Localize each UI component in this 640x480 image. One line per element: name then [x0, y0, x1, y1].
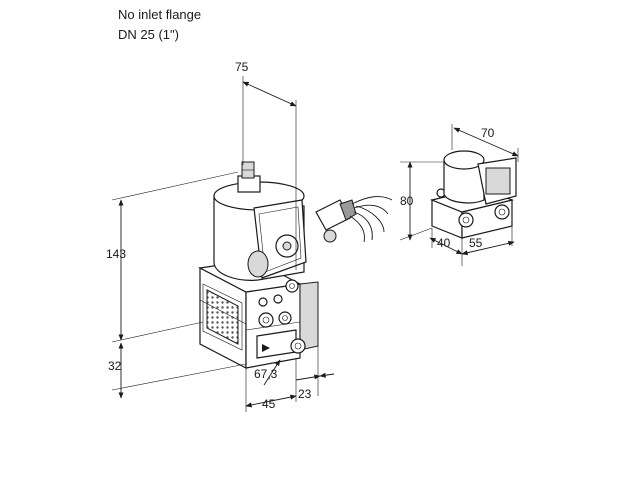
solenoid-coil — [213, 161, 307, 281]
outlet-port — [285, 279, 299, 293]
small-port — [458, 212, 474, 228]
caption-line-2: DN 25 (1") — [118, 27, 179, 42]
dim-label-main-top-width: 75 — [235, 60, 249, 74]
port-screw — [258, 297, 268, 307]
pressure-port — [278, 311, 292, 325]
dimension-lines — [111, 76, 519, 412]
cable-connector — [315, 196, 393, 243]
port-screw — [273, 294, 283, 304]
pressure-port — [258, 312, 274, 328]
small-valve — [430, 150, 517, 239]
outlet-port — [290, 338, 306, 354]
inlet-grille — [206, 289, 239, 345]
dim-label-small-height: 80 — [400, 194, 414, 208]
dim-label-small-width: 70 — [481, 126, 495, 140]
small-port — [494, 204, 510, 220]
dim-label-main-height: 143 — [106, 247, 126, 261]
dim-label-main-base-height: 32 — [108, 359, 122, 373]
dim-label-small-length: 55 — [469, 236, 483, 250]
dim-label-small-depth: 40 — [437, 236, 451, 250]
dim-label-main-depth: 67,3 — [254, 367, 278, 381]
small-connector — [485, 167, 511, 195]
dim-label-main-side: 23 — [298, 387, 312, 401]
coil-cap — [247, 250, 269, 278]
caption-line-1: No inlet flange — [118, 7, 202, 22]
main-valve — [198, 161, 319, 369]
dim-label-main-width: 45 — [262, 397, 276, 411]
flow-arrow-icon — [262, 344, 270, 352]
